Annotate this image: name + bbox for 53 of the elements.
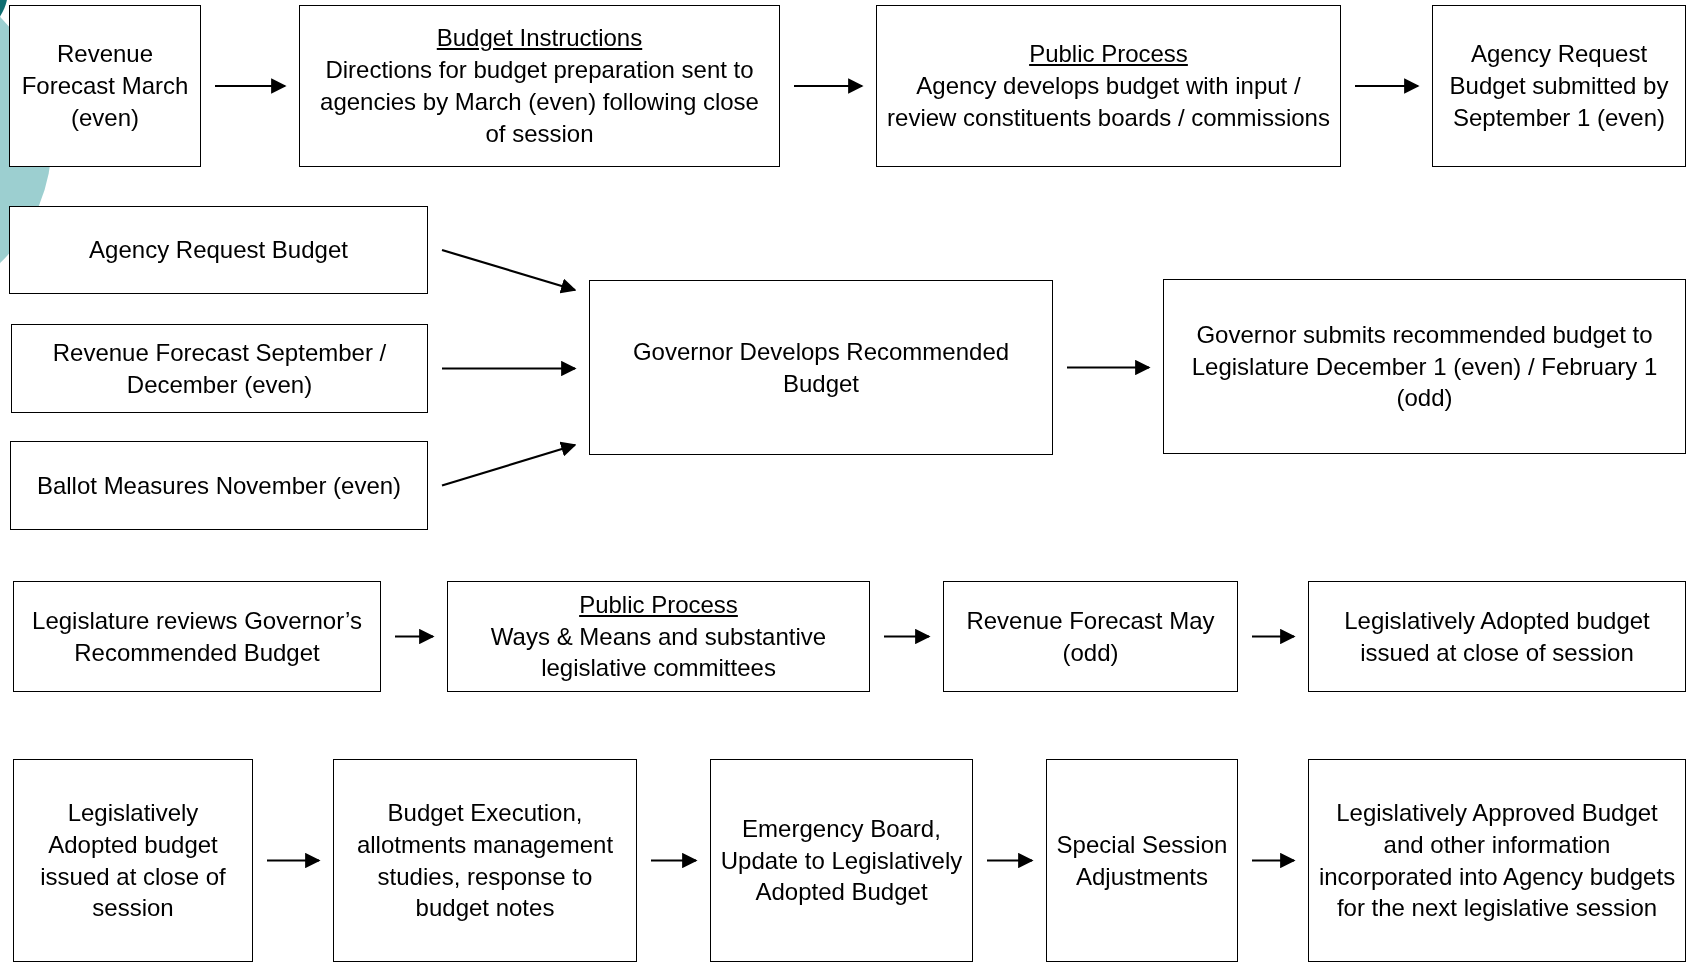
process-box: [9, 206, 428, 294]
arrow: [441, 248, 577, 294]
box-text: Legislatively Approved Budget and other information incorporated into Agency budgets for the next legislative session: [1317, 797, 1677, 924]
arrow: [794, 78, 864, 94]
box-text: Ways & Means and substantive legislative committees: [489, 621, 828, 684]
box-text: Revenue Forecast March (even): [20, 39, 190, 133]
box-text: Agency develops budget with input / review constituents boards / commissions: [886, 71, 1331, 133]
arrow: [441, 441, 577, 487]
box-text: Special Session Adjustments: [1055, 829, 1229, 892]
arrow: [215, 78, 287, 94]
box-text: Agency Request Budget: [89, 235, 348, 266]
process-box: [333, 759, 637, 962]
process-box: [13, 759, 253, 962]
arrow: [1252, 628, 1296, 645]
box-heading: Public Process: [1029, 39, 1188, 70]
process-box: [1046, 759, 1238, 962]
process-box: [1163, 279, 1686, 454]
box-text: Revenue Forecast September / December (even): [51, 337, 388, 400]
arrow: [267, 852, 321, 869]
arrow: [442, 360, 577, 377]
process-box: [299, 5, 780, 167]
process-box: [10, 441, 428, 530]
box-text: Legislature reviews Governor’s Recommended Budget: [31, 605, 363, 668]
process-box: [876, 5, 1341, 167]
process-box: [11, 324, 428, 413]
process-box: [447, 581, 870, 692]
box-heading: Public Process: [579, 589, 738, 620]
box-text: Directions for budget preparation sent to agencies by March (even) following close of session: [319, 55, 760, 149]
box-text: Governor submits recommended budget to Legislature December 1 (even) / February 1 (odd): [1190, 319, 1659, 414]
box-text: Governor Develops Recommended Budget: [631, 336, 1011, 399]
box-text: Legislatively Adopted budget issued at close of session: [39, 797, 227, 924]
arrow: [651, 852, 698, 869]
process-box: [13, 581, 381, 692]
arrow: [1252, 852, 1296, 869]
process-box: [9, 5, 201, 167]
process-box: [1308, 759, 1686, 962]
arrow: [1355, 78, 1420, 94]
arrow: [1067, 359, 1151, 376]
arrow: [884, 628, 931, 645]
arrow: [395, 628, 435, 645]
box-text: Budget Execution, allotments management studies, response to budget notes: [355, 797, 615, 924]
arrow: [987, 852, 1034, 869]
box-text: Emergency Board, Update to Legislatively Adopted Budget: [719, 813, 964, 908]
process-box: [710, 759, 973, 962]
process-box: [1432, 5, 1686, 167]
box-text: Legislatively Adopted budget issued at close of session: [1343, 605, 1651, 668]
process-box: [943, 581, 1238, 692]
process-box: [1308, 581, 1686, 692]
box-text: Ballot Measures November (even): [36, 470, 402, 501]
process-box: [589, 280, 1053, 455]
box-text: Revenue Forecast May (odd): [965, 605, 1216, 668]
box-heading: Budget Instructions: [436, 23, 643, 54]
box-text: Agency Request Budget submitted by September 1 (even): [1448, 39, 1670, 133]
